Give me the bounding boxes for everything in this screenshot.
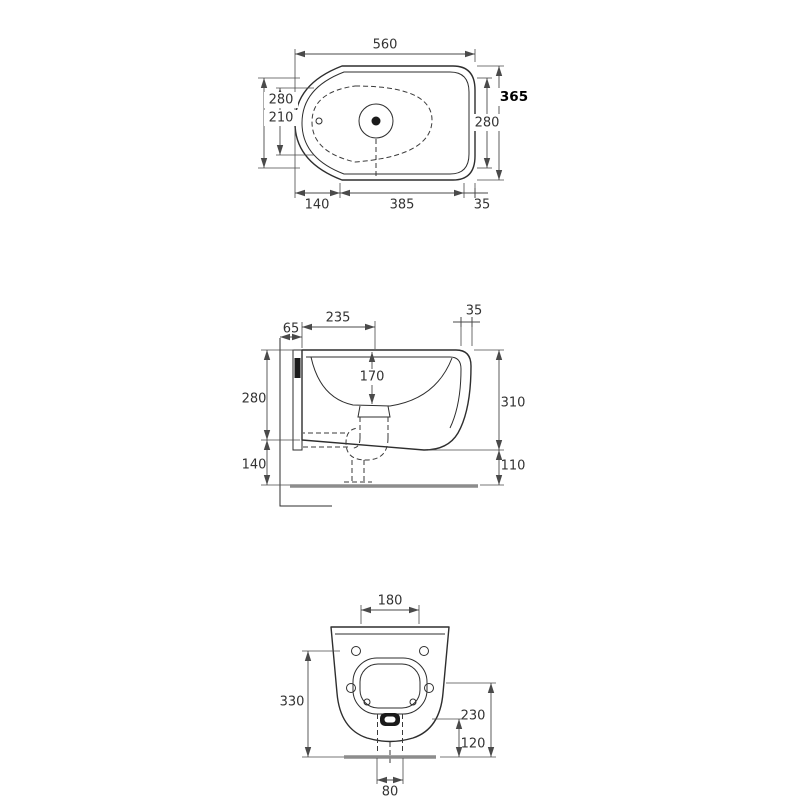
- bidet-front-outline: [330, 626, 450, 743]
- top-view: 560 365 280 280 210 140 385: [258, 38, 531, 213]
- bowl-inner-front: [359, 663, 421, 709]
- waste-trap-dashed: [303, 417, 389, 483]
- dim-side-front-clearance: 110: [501, 459, 526, 474]
- dim-front-top-width: 180: [378, 594, 403, 609]
- dim-side-back-clearance: 140: [242, 458, 267, 473]
- dim-top-left-outer: 280: [269, 93, 294, 108]
- bowl-outer-front: [352, 657, 428, 715]
- dim-top-bottom-center: 385: [390, 198, 415, 213]
- fixing-hole-top-left: [351, 646, 361, 656]
- fixing-hole-bottom-left: [346, 683, 356, 693]
- fixing-hole-bottom-right: [424, 683, 434, 693]
- dim-front-lower-height: 230: [461, 709, 486, 724]
- dim-top-overall-width: 560: [373, 38, 398, 53]
- dim-top-right-inner: 280: [475, 116, 500, 131]
- fixing-bolt: [294, 358, 301, 378]
- front-view: 180 330 230 120 80: [280, 594, 496, 800]
- rim-inner-line: [306, 356, 462, 370]
- dim-side-spout-from-wall: 235: [326, 311, 351, 326]
- drain-slot: [384, 716, 396, 723]
- fixing-hole-top-right: [419, 646, 429, 656]
- dim-front-drain-width: 80: [382, 785, 399, 800]
- dim-front-drain-height: 120: [461, 737, 486, 752]
- dim-side-front-height: 310: [501, 396, 526, 411]
- faucet-center-dot: [371, 116, 381, 126]
- faucet-hole: [358, 103, 394, 139]
- dim-top-bottom-right: 35: [474, 198, 491, 213]
- dim-top-overall-depth: 365: [500, 89, 528, 105]
- bowl-dashed-outline: [311, 85, 433, 163]
- jet-hole-left: [363, 698, 371, 706]
- dim-top-left-inner: 210: [269, 111, 294, 126]
- dim-side-back-height: 280: [242, 392, 267, 407]
- inlet-hole: [315, 117, 323, 125]
- dim-side-front-rim: 35: [466, 304, 483, 319]
- dim-top-bottom-left: 140: [305, 198, 330, 213]
- bowl-profile: [310, 356, 453, 407]
- front-inner-curve: [449, 368, 462, 429]
- dim-side-wall-offset: 65: [283, 322, 300, 337]
- bidet-top-outline: [294, 65, 476, 181]
- wall-datum-line: [279, 338, 332, 507]
- drain-neck: [357, 405, 391, 418]
- dim-side-bowl-depth: 170: [360, 370, 385, 385]
- side-view: 65 235 35 170 280 140 310 110: [242, 304, 526, 507]
- bidet-top-rim-inner: [301, 71, 470, 175]
- bidet-side-outline: [301, 349, 472, 451]
- dim-front-overall-height: 330: [280, 695, 305, 710]
- jet-hole-right: [409, 698, 417, 706]
